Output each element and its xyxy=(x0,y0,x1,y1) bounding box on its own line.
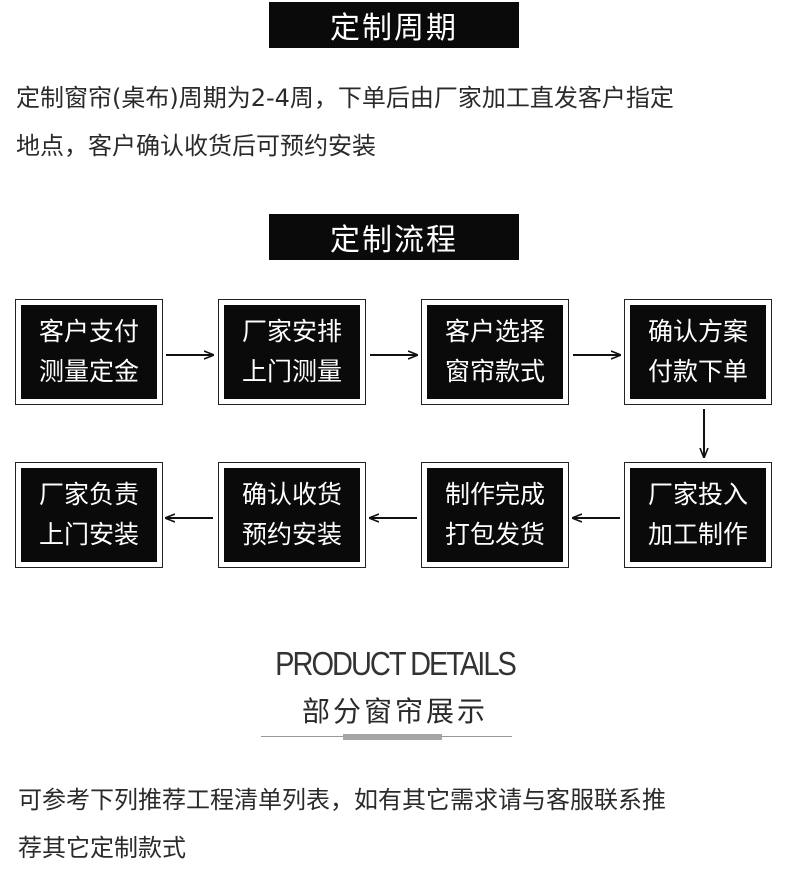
step-line: 上门测量 xyxy=(241,357,342,386)
process-step-3: 客户选择 窗帘款式 xyxy=(421,299,569,405)
product-details-title-cn: 部分窗帘展示 xyxy=(301,695,488,728)
process-step-5: 厂家投入 加工制作 xyxy=(624,462,772,568)
process-step-1: 客户支付 测量定金 xyxy=(15,299,163,405)
step-line: 客户支付 xyxy=(38,317,139,346)
step-line: 厂家投入 xyxy=(647,480,748,509)
step-line: 打包发货 xyxy=(444,520,545,549)
process-step-label: 厂家负责 上门安装 xyxy=(21,468,157,562)
process-step-7: 确认收货 预约安装 xyxy=(218,462,366,568)
process-step-label: 确认收货 预约安装 xyxy=(224,468,360,562)
process-step-label: 厂家安排 上门测量 xyxy=(224,305,360,399)
step-line: 付款下单 xyxy=(647,357,748,386)
process-step-6: 制作完成 打包发货 xyxy=(421,462,569,568)
divider-accent xyxy=(343,734,442,740)
process-step-label: 客户支付 测量定金 xyxy=(21,305,157,399)
period-description-line: 定制窗帘(桌布)周期为2-4周，下单后由厂家加工直发客户指定 xyxy=(16,84,674,112)
process-step-8: 厂家负责 上门安装 xyxy=(15,462,163,568)
step-line: 客户选择 xyxy=(444,317,545,346)
process-title: 定制流程 xyxy=(269,214,519,260)
process-step-label: 确认方案 付款下单 xyxy=(630,305,766,399)
step-line: 厂家负责 xyxy=(38,480,139,509)
period-description-line: 地点，客户确认收货后可预约安装 xyxy=(16,132,376,160)
process-step-2: 厂家安排 上门测量 xyxy=(218,299,366,405)
step-line: 加工制作 xyxy=(647,520,748,549)
step-line: 制作完成 xyxy=(444,480,545,509)
recommendation-note-line: 荐其它定制款式 xyxy=(18,834,186,862)
recommendation-note-line: 可参考下列推荐工程清单列表，如有其它需求请与客服联系推 xyxy=(18,786,666,814)
period-title: 定制周期 xyxy=(269,2,519,48)
process-step-label: 厂家投入 加工制作 xyxy=(630,468,766,562)
process-step-4: 确认方案 付款下单 xyxy=(624,299,772,405)
step-line: 窗帘款式 xyxy=(444,357,545,386)
period-description: 定制窗帘(桌布)周期为2-4周，下单后由厂家加工直发客户指定 地点，客户确认收货… xyxy=(16,74,778,170)
recommendation-note: 可参考下列推荐工程清单列表，如有其它需求请与客服联系推 荐其它定制款式 xyxy=(18,776,780,872)
step-line: 确认方案 xyxy=(647,317,748,346)
step-line: 预约安装 xyxy=(241,520,342,549)
step-line: 上门安装 xyxy=(38,520,139,549)
process-step-label: 客户选择 窗帘款式 xyxy=(427,305,563,399)
step-line: 确认收货 xyxy=(241,480,342,509)
step-line: 测量定金 xyxy=(38,357,139,386)
step-line: 厂家安排 xyxy=(241,317,342,346)
process-step-label: 制作完成 打包发货 xyxy=(427,468,563,562)
product-details-title-en: PRODUCT DETAILS xyxy=(275,646,517,683)
